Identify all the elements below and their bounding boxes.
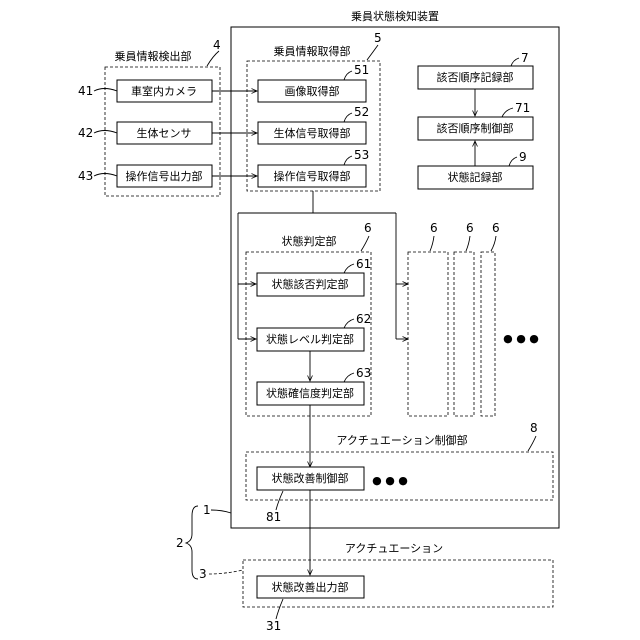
state-level-judgment-label: 状態レベル判定部 [266,332,354,346]
state-improvement-output-ref: 31 [266,619,281,633]
operation-signal-acquisition-leader [344,156,352,165]
judgment-unit-title: 状態判定部 [282,234,337,248]
bio-sensor-label: 生体センサ [137,126,192,140]
operation-signal-output-leader [94,174,117,177]
camera-label: 車室内カメラ [131,84,197,98]
detection-unit-ref: 4 [213,38,221,52]
system-brace [186,506,198,579]
extra-judgment-unit-2-leader [466,236,470,251]
state-improvement-output-leader [276,599,283,619]
actuation-control-title: アクチュエーション制御部 [336,433,467,447]
extra-judgment-unit-3-leader [491,236,496,251]
state-improvement-control-ref: 81 [266,510,281,524]
operation-signal-acquisition-label: 操作信号取得部 [274,169,351,183]
acquisition-unit-leader [367,45,378,60]
order-control-ref: 71 [515,101,530,115]
image-acquisition-leader [344,71,352,80]
state-confidence-judgment-label: 状態確信度判定部 [266,386,354,400]
bio-signal-acquisition-leader [344,113,352,122]
actuation-control-ref: 8 [530,421,538,435]
state-confidence-judgment-ref: 63 [356,366,371,380]
judgment-unit-leader [361,236,369,251]
actuation-ref: 3 [199,567,207,581]
bio-sensor-ref: 42 [78,126,93,140]
bio-sensor-leader [94,131,117,134]
actuation-title: アクチュエーション [345,542,443,555]
state-record-ref: 9 [519,150,527,164]
order-record-leader [511,58,519,66]
order-record-ref: 7 [521,51,529,65]
state-level-judgment-ref: 62 [356,312,371,326]
image-acquisition-label: 画像取得部 [285,84,340,98]
extra-judgment-unit-1-leader [430,236,434,251]
system-ref: 2 [176,536,184,550]
actuation-control-ellipsis: ● ● ● [372,474,408,487]
extra-judgment-unit-1 [408,252,448,416]
extra-judgment-unit-3-ref: 6 [492,221,500,235]
state-record-leader [509,157,517,166]
acquisition-unit-ref: 5 [374,31,382,45]
bio-signal-acquisition-ref: 52 [354,105,369,119]
state-yesno-judgment-ref: 61 [356,257,371,271]
order-record-label: 該否順序記録部 [437,70,514,84]
order-control-label: 該否順序制御部 [437,121,514,135]
operation-signal-acquisition-ref: 53 [354,148,369,162]
extra-judgment-unit-2-ref: 6 [466,221,474,235]
actuation-control-leader [528,436,536,451]
state-improvement-output-label: 状態改善出力部 [272,580,349,594]
extra-judgment-unit-1-ref: 6 [430,221,438,235]
device-leader [211,510,231,513]
device-title: 乗員状態検知装置 [351,9,439,23]
operation-signal-output-label: 操作信号出力部 [126,169,203,183]
acquisition-unit-title: 乗員情報取得部 [274,44,351,58]
judgment-unit-ref: 6 [364,221,372,235]
state-yesno-judgment-label: 状態該否判定部 [272,277,349,291]
bio-signal-acquisition-label: 生体信号取得部 [274,126,351,140]
detection-unit-leader [207,51,219,66]
extra-judgment-unit-2 [454,252,474,416]
device-ref: 1 [203,503,211,517]
state-record-label: 状態記録部 [448,170,503,184]
judgment-units-ellipsis: ● ● ● [503,332,539,345]
state-improvement-control-label: 状態改善制御部 [272,471,349,485]
state-confidence-judgment-leader [344,373,354,382]
detection-unit-title: 乗員情報検出部 [115,49,192,63]
camera-leader [94,89,117,92]
state-level-judgment-leader [344,319,354,328]
state-yesno-judgment-leader [344,264,354,273]
order-control-leader [502,108,513,117]
image-acquisition-ref: 51 [354,63,369,77]
camera-ref: 41 [78,84,93,98]
operation-signal-output-ref: 43 [78,169,93,183]
state-improvement-control-leader [276,491,283,510]
extra-judgment-unit-3 [481,252,495,416]
actuation-leader [209,570,243,574]
